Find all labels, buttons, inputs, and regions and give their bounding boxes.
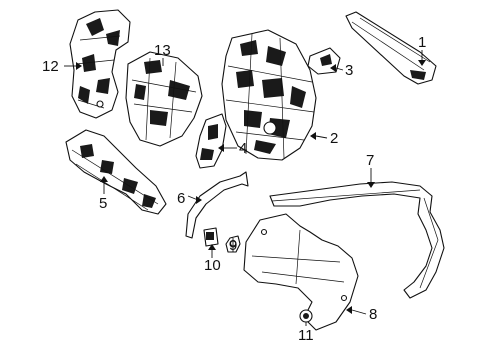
callout-12: 12 (42, 58, 59, 75)
part-5-duct (65, 129, 167, 215)
callout-13: 13 (154, 42, 171, 59)
part-12-insulator (69, 9, 131, 119)
callout-6: 6 (177, 190, 185, 207)
leader-lines (64, 50, 426, 326)
callout-9: 9 (229, 237, 237, 254)
callout-labels: 1 2 3 4 5 6 7 8 9 10 11 12 13 (42, 34, 426, 344)
part-10-clip (203, 227, 219, 247)
part-1-cowl-top (345, 11, 437, 85)
part-4-bracket (195, 113, 227, 169)
part-8-heat-shield (243, 213, 359, 331)
part-7-seal (269, 181, 445, 299)
callout-11: 11 (298, 327, 314, 344)
callout-1: 1 (418, 34, 426, 51)
part-6-rod (185, 171, 249, 239)
callout-8: 8 (369, 306, 377, 323)
callout-5: 5 (99, 195, 107, 212)
part-13-insulator (125, 51, 203, 147)
callout-10: 10 (204, 257, 221, 274)
callout-4: 4 (239, 140, 247, 157)
callout-2: 2 (330, 130, 338, 147)
part-2-dash-panel (221, 29, 317, 161)
callout-7: 7 (366, 152, 374, 169)
part-11-nut (299, 309, 313, 323)
callout-3: 3 (345, 62, 353, 79)
